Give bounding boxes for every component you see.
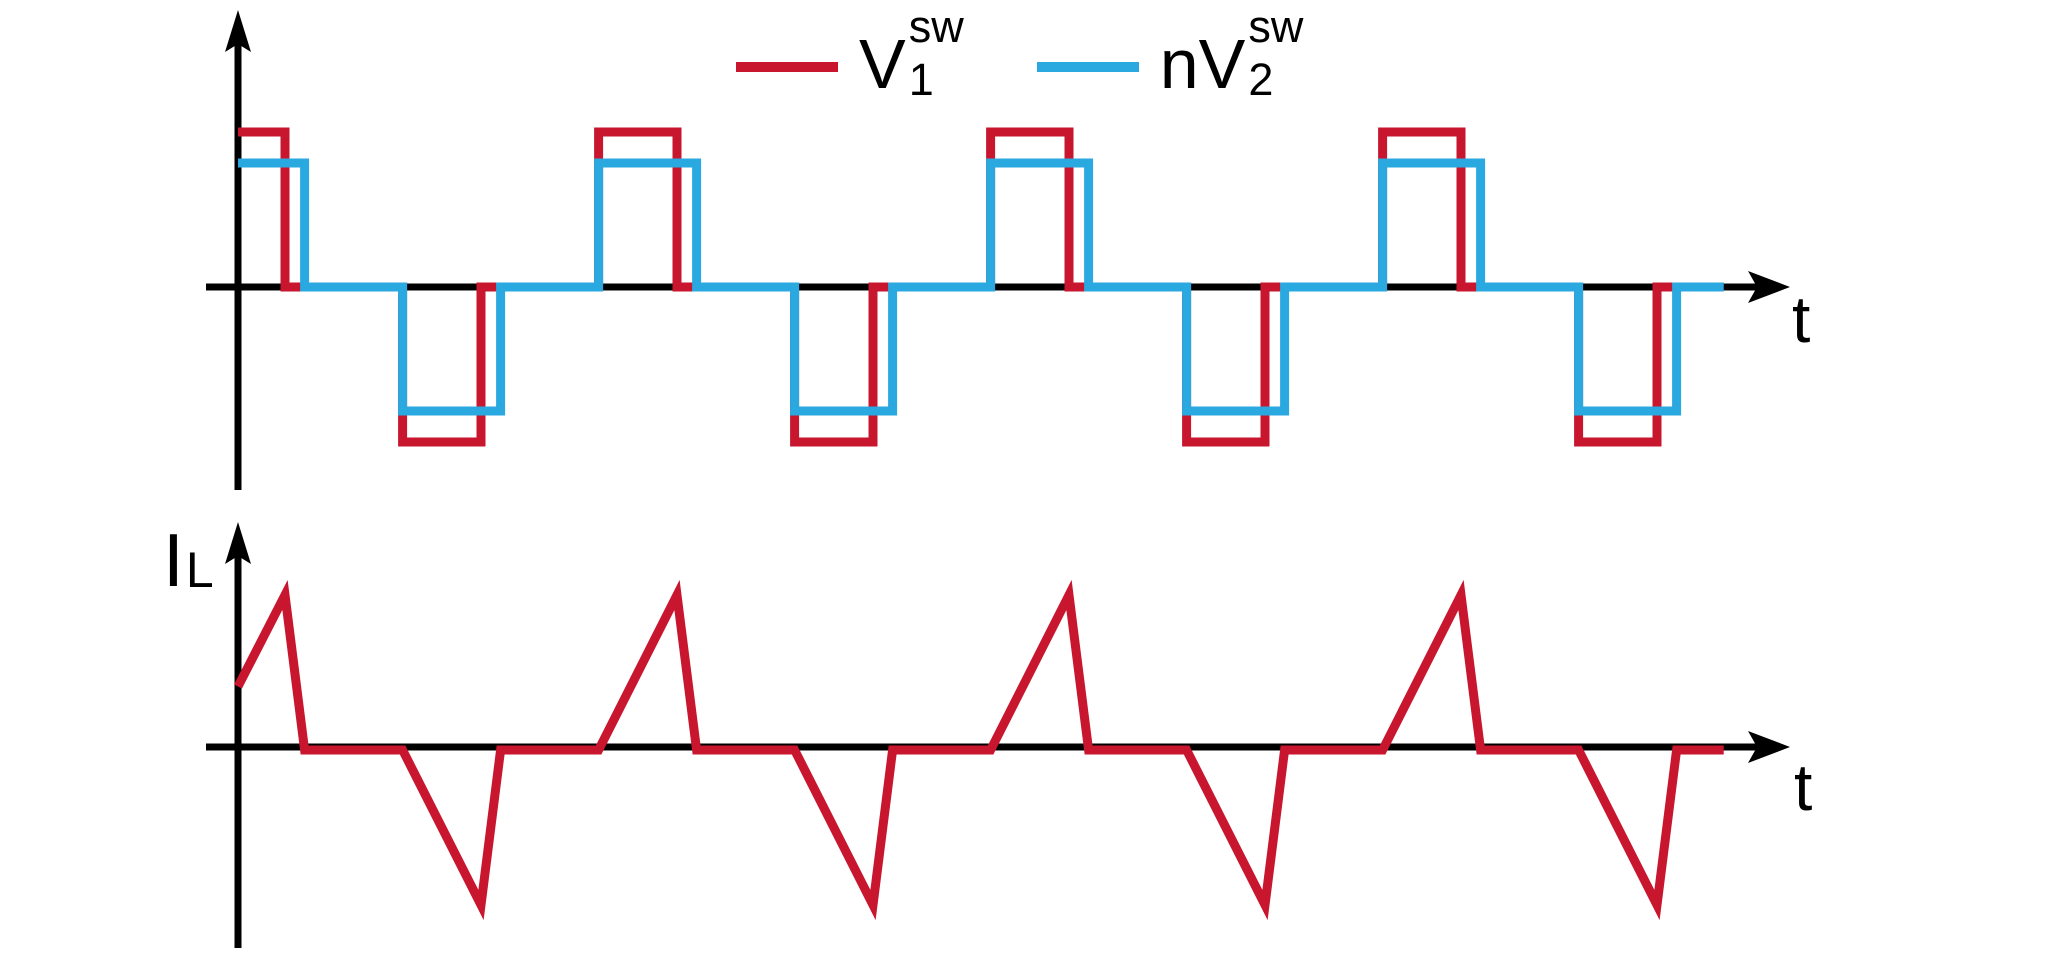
top-y-axis-arrowhead-icon [225, 10, 251, 52]
bottom-x-axis-label: t [1794, 750, 1813, 824]
bottom-x-axis-arrowhead-icon [1748, 731, 1790, 763]
bottom-chart [206, 522, 1790, 948]
legend-v1-label: V [859, 25, 906, 103]
il-label-subscript: L [185, 542, 214, 598]
top-x-axis-arrowhead-icon [1748, 271, 1790, 303]
legend-v1-line-swatch-icon [736, 62, 838, 72]
legend-entry-v1: V sw 1 [736, 4, 964, 103]
bottom-y-axis-arrowhead-icon [225, 522, 251, 564]
legend-v1-subsup: sw 1 [909, 4, 964, 102]
legend: V sw 1 nV sw 2 [736, 4, 1303, 103]
il-label-main: I [163, 518, 184, 602]
legend-nv2-superscript: sw [1248, 1, 1304, 52]
legend-entry-nv2: nV sw 2 [1036, 4, 1303, 103]
legend-nv2-line-swatch-icon [1036, 62, 1139, 72]
bottom-y-axis-label: IL [163, 523, 214, 607]
legend-nv2-subsup: sw 2 [1248, 4, 1303, 102]
top-x-axis-label: t [1792, 282, 1811, 356]
il-waveform [233, 579, 1724, 921]
legend-v1-subscript: 1 [908, 54, 934, 105]
top-chart [206, 10, 1790, 490]
legend-v1-superscript: sw [908, 1, 964, 52]
legend-nv2-subscript: 2 [1248, 54, 1274, 105]
legend-nv2-label: nV [1159, 25, 1246, 103]
nv2-waveform [238, 158, 1724, 416]
